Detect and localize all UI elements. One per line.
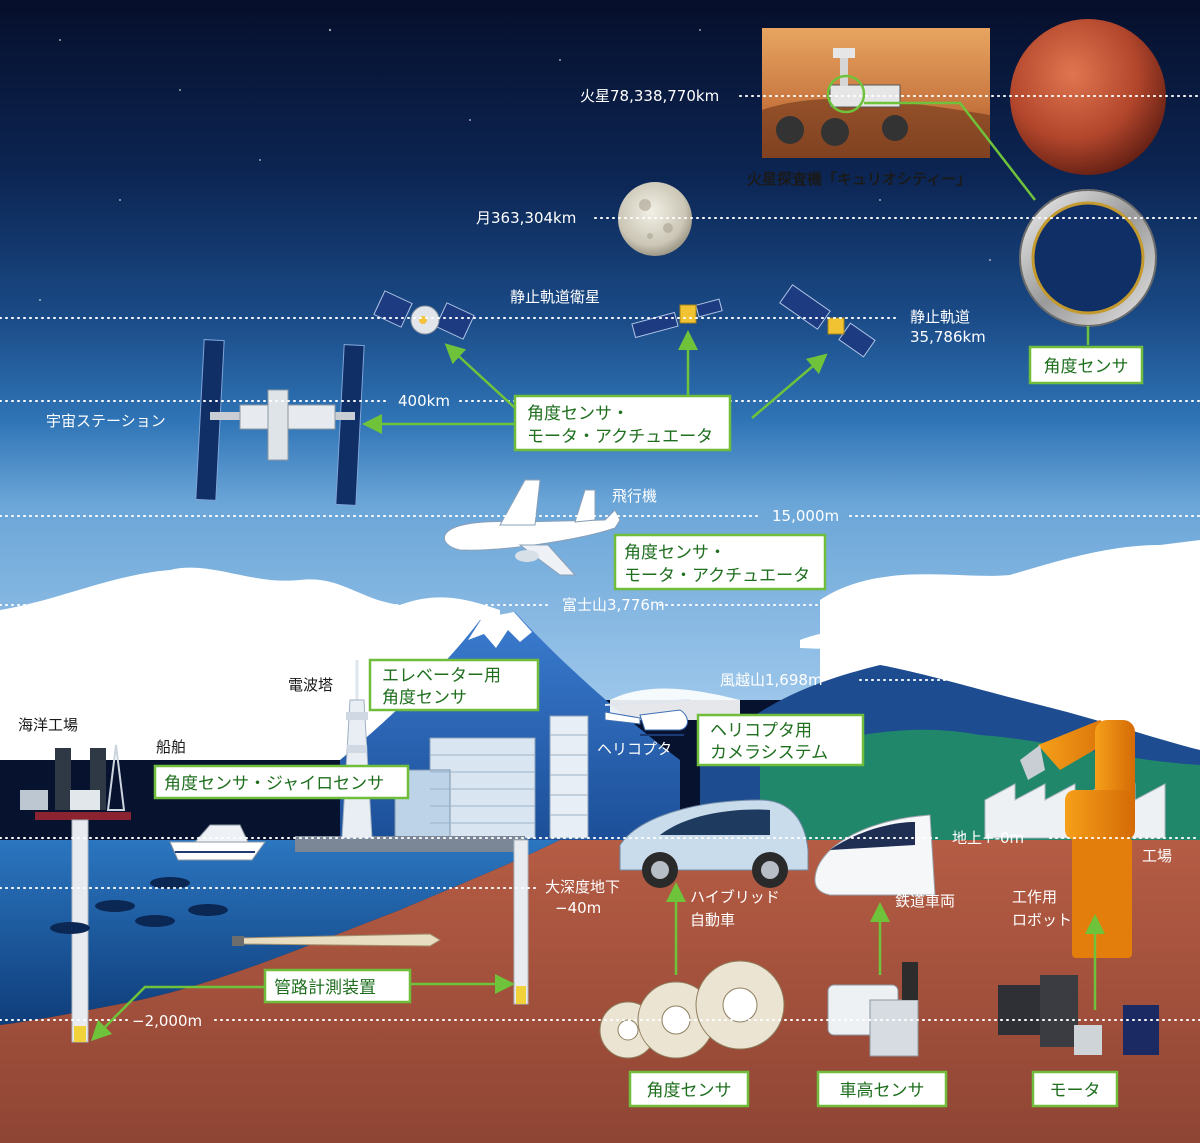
heli-box-line2: カメラシステム: [710, 743, 828, 763]
connector-lines: [90, 101, 1105, 1042]
hybrid-car: [619, 799, 809, 888]
cloud-small: [800, 630, 900, 650]
space-box-line2: モータ・アクチュエータ: [527, 427, 713, 447]
helicopter: [604, 699, 691, 736]
heli-camera-box: ヘリコプタ用 カメラシステム: [696, 713, 865, 767]
angle-sensor-ring: [1019, 189, 1157, 327]
train: [814, 814, 936, 896]
fuji-altitude: 富士山3,776m: [562, 596, 665, 614]
geo-orbit-label: 静止軌道: [910, 308, 970, 326]
angle-sensor-box: 角度センサ: [628, 1070, 750, 1108]
altitude-lines: [0, 95, 1200, 1021]
ship-sensor-label: 角度センサ・ジャイロセンサ: [164, 774, 384, 794]
fish-school: [50, 877, 228, 934]
pipe-measure-label: 管路計測装置: [274, 978, 376, 998]
geo-satellite-label: 静止軌道衛星: [510, 288, 600, 306]
airplane: [443, 479, 621, 576]
elevator-box-line1: エレベーター用: [382, 666, 501, 686]
elevator-box: エレベーター用 角度センサ: [368, 658, 540, 712]
underground-depth: −40m: [555, 899, 601, 917]
heli-box-line1: ヘリコプタ用: [710, 721, 812, 741]
city-buildings: [295, 715, 589, 852]
hybrid-label-line1: ハイブリッド: [690, 888, 780, 906]
plane-box-line2: モータ・アクチュエータ: [624, 566, 810, 586]
curiosity-rover-photo: [762, 28, 990, 158]
motor-label: モータ: [1050, 1081, 1101, 1101]
plane-box-line1: 角度センサ・: [624, 543, 726, 563]
ship: [169, 824, 266, 861]
plane-actuator-box: 角度センサ・ モータ・アクチュエータ: [613, 533, 827, 591]
ocean-factory-label: 海洋工場: [18, 716, 78, 734]
airplane-label: 飛行機: [612, 487, 657, 505]
space-box-line1: 角度センサ・: [527, 404, 629, 424]
radio-tower-label: 電波塔: [288, 676, 333, 694]
height-sensor-box: 車高センサ: [816, 1070, 948, 1108]
earth-underground: [0, 840, 1200, 1143]
rover-sensor-highlight: [826, 74, 866, 114]
underground-label: 大深度地下: [545, 878, 620, 896]
iss-altitude: 400km: [398, 392, 450, 410]
stars: [39, 28, 991, 301]
space-station-label: 宇宙ステーション: [46, 412, 166, 430]
ship-sensor-box: 角度センサ・ジャイロセンサ: [153, 764, 410, 800]
pipe-instrument: [232, 933, 441, 947]
elevator-box-line2: 角度センサ: [382, 688, 467, 708]
clouds-left: [0, 567, 500, 760]
mars-distance: 火星78,338,770km: [580, 87, 719, 105]
railway-label: 鉄道車両: [895, 892, 955, 910]
space-station: [195, 339, 365, 506]
kazakoshi-altitude: 風越山1,698m: [720, 671, 823, 689]
robot-label-line2: ロボット: [1012, 911, 1072, 929]
space-actuator-box: 角度センサ・ モータ・アクチュエータ: [513, 394, 732, 452]
mars-sensor-label: 角度センサ: [1044, 357, 1129, 377]
geo-orbit-distance: 35,786km: [910, 328, 986, 346]
fuji-snowcap: [468, 612, 532, 648]
moon-distance: 月363,304km: [476, 209, 576, 227]
height-sensor-device: [827, 962, 919, 1057]
underground-pipe: [513, 839, 529, 1005]
helicopter-label: ヘリコプタ: [597, 740, 672, 758]
hybrid-label-line2: 自動車: [690, 911, 735, 929]
factory-label: 工場: [1142, 847, 1172, 865]
deep-depth: −2,000m: [132, 1012, 202, 1030]
motor-devices: [998, 975, 1159, 1055]
ground-level: 地上+-0m: [952, 829, 1024, 847]
ship-label: 船舶: [156, 738, 186, 756]
pipe-measure-box: 管路計測装置: [263, 968, 412, 1004]
motor-box: モータ: [1031, 1070, 1119, 1108]
height-sensor-label: 車高センサ: [840, 1081, 925, 1101]
angle-sensor-label: 角度センサ: [647, 1081, 732, 1101]
plane-altitude: 15,000m: [772, 507, 839, 525]
mars-sensor-box: 角度センサ: [1028, 345, 1144, 385]
curiosity-label: 火星探査機「キュリオシティー」: [747, 170, 971, 188]
robot-label-line1: 工作用: [1012, 888, 1057, 906]
sea: [0, 840, 560, 1025]
